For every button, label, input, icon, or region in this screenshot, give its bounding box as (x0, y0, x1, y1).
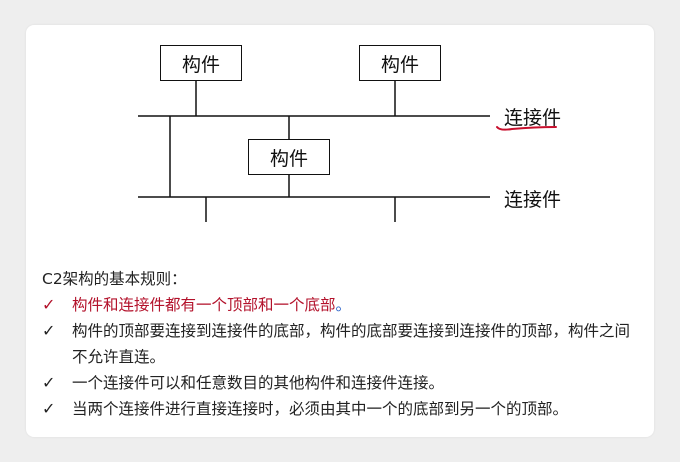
check-icon: ✓ (42, 321, 56, 340)
component-label: 构件 (181, 53, 220, 76)
rule-text: 当两个连接件进行直接连接时，必须由其中一个的底部到另一个的顶部。 (72, 400, 569, 418)
rules-title: C2架构的基本规则： (42, 270, 187, 288)
connector-label-top: 连接件 (504, 107, 562, 129)
component-label: 构件 (380, 53, 419, 76)
component-label: 构件 (269, 147, 308, 170)
rule-item-4: ✓ 当两个连接件进行直接连接时，必须由其中一个的底部到另一个的顶部。 (42, 396, 642, 422)
rule-item-1: ✓ 构件和连接件都有一个顶部和一个底部。 (42, 292, 642, 318)
rule-text: 构件和连接件都有一个顶部和一个底部 (72, 296, 336, 314)
connector-label-bottom: 连接件 (504, 189, 562, 211)
rule-item-2: ✓ 构件的顶部要连接到连接件的底部，构件的底部要连接到连接件的顶部，构件之间不允… (42, 318, 642, 370)
rule-item-3: ✓ 一个连接件可以和任意数目的其他构件和连接件连接。 (42, 370, 642, 396)
rule-text: 构件的顶部要连接到连接件的底部，构件的底部要连接到连接件的顶部，构件之间不允许直… (72, 322, 631, 366)
rule-text: 一个连接件可以和任意数目的其他构件和连接件连接。 (72, 374, 445, 392)
check-icon: ✓ (42, 373, 56, 392)
component-box-2: 构件 (359, 45, 441, 81)
component-box-1: 构件 (160, 45, 242, 81)
rule-suffix: 。 (335, 296, 352, 314)
check-icon: ✓ (42, 399, 56, 418)
rules-section: C2架构的基本规则： ✓ 构件和连接件都有一个顶部和一个底部。 ✓ 构件的顶部要… (42, 266, 642, 422)
red-underline-annotation-connector (496, 126, 557, 131)
component-box-3: 构件 (248, 139, 330, 175)
check-icon: ✓ (42, 295, 56, 314)
slide-card (26, 25, 654, 437)
